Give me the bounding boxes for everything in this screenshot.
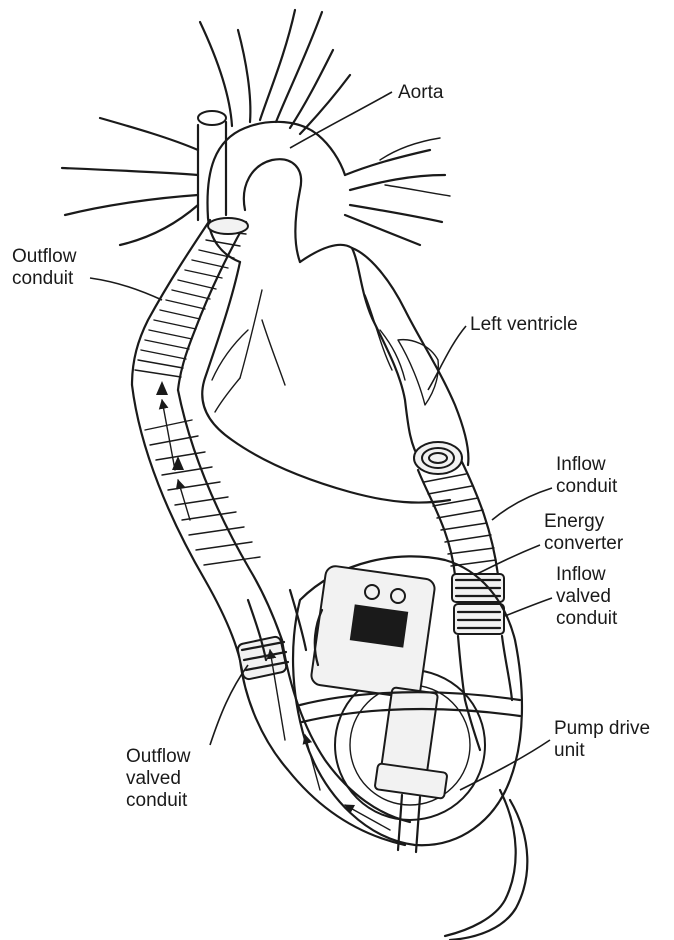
aorta-drawing: [62, 10, 450, 262]
label-outflow-valved-conduit: Outflow valved conduit: [126, 665, 248, 811]
svg-text:unit: unit: [554, 740, 585, 761]
label-left-ventricle: Left ventricle: [428, 314, 578, 390]
svg-text:Outflow: Outflow: [12, 246, 77, 267]
label-aorta: Aorta: [290, 82, 444, 148]
label-pump-drive-unit: Pump drive unit: [460, 718, 650, 790]
svg-text:Pump drive: Pump drive: [554, 718, 650, 739]
svg-text:Energy: Energy: [544, 511, 605, 532]
outflow-conduit-drawing: [132, 218, 282, 660]
leader-left-ventricle: [428, 326, 466, 390]
leader-inflow-conduit: [492, 488, 552, 520]
svg-text:conduit: conduit: [556, 608, 618, 629]
svg-text:valved: valved: [126, 768, 181, 789]
leader-outflow-conduit: [90, 278, 162, 300]
inflow-conduit-drawing: [414, 442, 512, 700]
svg-text:Inflow: Inflow: [556, 564, 606, 585]
label-outflow-conduit: Outflow conduit: [12, 246, 162, 300]
svg-text:Inflow: Inflow: [556, 454, 606, 475]
svg-text:Outflow: Outflow: [126, 746, 191, 767]
svg-text:Aorta: Aorta: [398, 82, 444, 103]
svg-text:conduit: conduit: [12, 268, 74, 289]
svg-text:valved: valved: [556, 586, 611, 607]
svg-text:converter: converter: [544, 533, 624, 554]
svg-text:conduit: conduit: [556, 476, 618, 497]
label-inflow-valved-conduit: Inflow valved conduit: [505, 564, 618, 629]
svg-text:Left ventricle: Left ventricle: [470, 314, 578, 335]
leader-inflow-valved-conduit: [505, 598, 552, 616]
svg-text:conduit: conduit: [126, 790, 188, 811]
leader-pump-drive-unit: [460, 740, 550, 790]
